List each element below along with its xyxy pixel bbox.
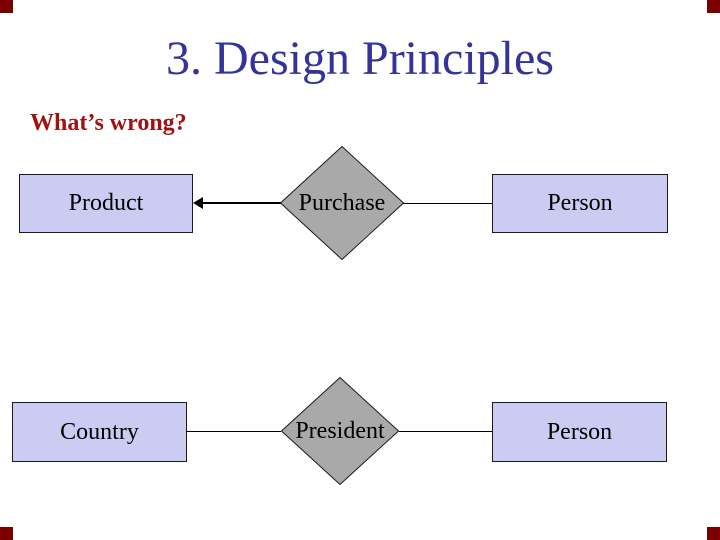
corner-mark-top-right xyxy=(707,0,720,13)
arrowhead-icon xyxy=(193,197,203,209)
entity-product-label: Product xyxy=(68,190,144,216)
line-connector-country-president xyxy=(187,431,281,432)
entity-person-top-label: Person xyxy=(547,190,613,216)
arrow-connector-purchase-product xyxy=(202,202,282,204)
line-connector-president-person xyxy=(399,431,492,432)
entity-country: Country xyxy=(12,402,187,462)
entity-person-bottom: Person xyxy=(492,402,667,462)
corner-mark-bottom-left xyxy=(0,527,13,540)
relationship-president-diamond xyxy=(281,377,399,485)
entity-product: Product xyxy=(19,174,193,233)
question-heading: What’s wrong? xyxy=(30,110,187,136)
line-connector-purchase-person xyxy=(403,203,492,204)
slide-title: 3. Design Principles xyxy=(166,32,554,85)
corner-mark-bottom-right xyxy=(707,527,720,540)
relationship-purchase-diamond xyxy=(280,146,404,260)
entity-person-bottom-label: Person xyxy=(546,418,613,445)
entity-person-top: Person xyxy=(492,174,668,233)
entity-country-label: Country xyxy=(60,418,139,445)
corner-mark-top-left xyxy=(0,0,13,13)
